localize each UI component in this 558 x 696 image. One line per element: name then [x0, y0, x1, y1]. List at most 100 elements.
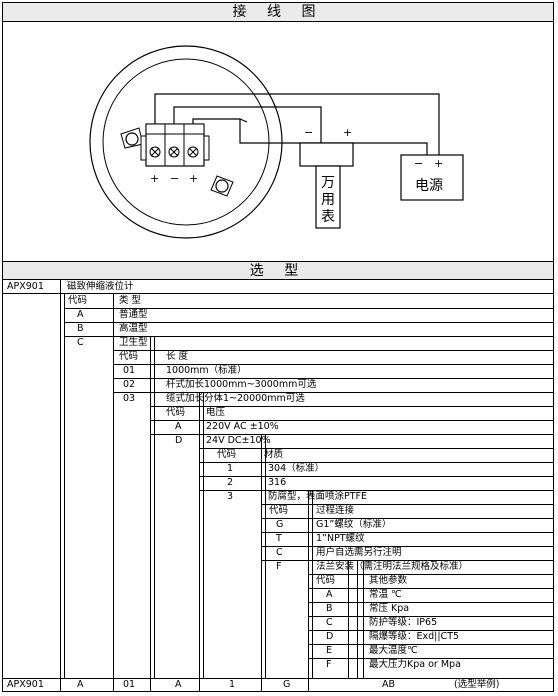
length-name-header: 长 度: [166, 351, 189, 362]
other-desc: 防护等级：IP65: [369, 617, 438, 628]
connection-code: F: [276, 561, 282, 572]
material-desc: 防腐型，表面喷涂PTFE: [268, 491, 367, 502]
other-desc: 隔爆等级：Exd||CT5: [369, 631, 460, 642]
wiring-diagram-svg: [89, 45, 464, 239]
material-code: 3: [227, 491, 234, 502]
other-name-header: 其他参数: [369, 575, 408, 586]
voltage-code: D: [175, 435, 183, 446]
housing-inner-circle: [102, 58, 270, 226]
type-code: B: [77, 323, 84, 334]
wire-to-meter-minus: [173, 106, 322, 143]
g2-rule-1: [150, 420, 553, 421]
wires: [154, 93, 440, 155]
g5-rule-4: [308, 630, 553, 631]
type-code-header: 代码: [68, 295, 88, 306]
material-code: 1: [227, 463, 234, 474]
wire-to-meter-plus-and-power: [192, 118, 348, 144]
col-line-0: [60, 280, 61, 691]
voltage-desc: 24V DC±10%: [206, 435, 271, 446]
length-code: 01: [123, 365, 136, 376]
type-code: A: [77, 309, 84, 320]
col-line-3: [199, 392, 200, 691]
type-desc: 普通型: [119, 309, 148, 320]
length-desc: 1000mm（标准）: [166, 365, 247, 376]
terminal-block: [140, 123, 210, 167]
model-code: APX901: [7, 281, 44, 292]
other-desc: 常温 ℃: [369, 589, 402, 600]
g5-rule-6: [308, 658, 553, 659]
multimeter-body: [315, 165, 341, 229]
col-line-6: [348, 560, 349, 679]
multimeter-plus-sign: +: [343, 126, 353, 139]
col-line-5: [308, 490, 309, 691]
other-code: D: [326, 631, 334, 642]
terminal-sign-3: +: [189, 172, 199, 185]
col-line-3b: [203, 392, 204, 679]
wire-meter-plus-to-power-minus: [348, 142, 428, 155]
g1-rule-0: [113, 350, 553, 351]
material-desc: 316: [268, 477, 287, 488]
model-name: 磁致伸缩液位计: [67, 281, 134, 292]
example-connection: G: [283, 679, 291, 690]
g0-rule-3: [64, 336, 553, 337]
g3-rule-3: [199, 490, 553, 491]
length-desc: 杆式加长1000mm~3000mm可选: [166, 379, 317, 390]
example-length: 01: [123, 679, 136, 690]
mounting-hole-left: [125, 132, 139, 146]
selection-title: 选 型: [3, 261, 553, 280]
g1-rule-3: [113, 392, 553, 393]
type-code: C: [77, 337, 84, 348]
material-code-header: 代码: [217, 449, 237, 460]
power-minus-sign: −: [414, 157, 424, 170]
g5-rule-3: [308, 616, 553, 617]
type-name-header: 类 型: [119, 295, 142, 306]
connection-code: T: [276, 533, 282, 544]
rule-model: [3, 293, 553, 294]
g4-rule-4: [261, 560, 553, 561]
other-code: B: [326, 603, 333, 614]
g5-rule-5: [308, 644, 553, 645]
col-line-4b: [265, 434, 266, 679]
material-desc: 304（标准）: [268, 463, 325, 474]
g5-rule-1: [308, 588, 553, 589]
wire-bend: [239, 118, 248, 123]
g0-rule-1: [64, 308, 553, 309]
multimeter-label-3: 表: [321, 209, 335, 225]
example-type: A: [77, 679, 84, 690]
col-line-5b: [312, 490, 313, 679]
wiring-diagram: + − + − + 万 用 表 − + 电源: [3, 22, 553, 261]
g5-rule-0: [308, 574, 553, 575]
g4-rule-0: [261, 504, 553, 505]
col-line-6c: [363, 560, 364, 679]
g3-rule-1: [199, 462, 553, 463]
connection-name-header: 过程连接: [316, 505, 355, 516]
g2-rule-0: [150, 406, 553, 407]
g4-rule-1: [261, 518, 553, 519]
mounting-hole-right: [215, 179, 229, 193]
g2-rule-2: [150, 434, 553, 435]
power-supply-box: [400, 154, 464, 201]
material-code: 2: [227, 477, 234, 488]
example-model: APX901: [7, 679, 44, 690]
col-line-1: [113, 294, 114, 691]
terminal-sign-2: −: [170, 172, 180, 185]
length-code: 03: [123, 393, 136, 404]
material-name-header: 材质: [264, 449, 284, 460]
multimeter-label-1: 万: [321, 175, 335, 191]
connection-code-header: 代码: [269, 505, 289, 516]
power-label: 电源: [415, 178, 443, 194]
housing-outer-circle: [89, 45, 283, 239]
other-desc: 常压 Kpa: [369, 603, 410, 614]
other-code-header: 代码: [316, 575, 336, 586]
g1-rule-1: [113, 364, 553, 365]
multimeter-head: [299, 142, 354, 167]
connection-desc: 1”NPT螺纹: [316, 533, 365, 544]
mounting-tab-right: [210, 175, 234, 197]
g3-rule-2: [199, 476, 553, 477]
col-line-2b: [154, 336, 155, 679]
other-code: C: [326, 617, 333, 628]
terminal-sign-1: +: [150, 172, 160, 185]
type-desc: 卫生型: [119, 337, 148, 348]
power-plus-sign: +: [434, 157, 444, 170]
